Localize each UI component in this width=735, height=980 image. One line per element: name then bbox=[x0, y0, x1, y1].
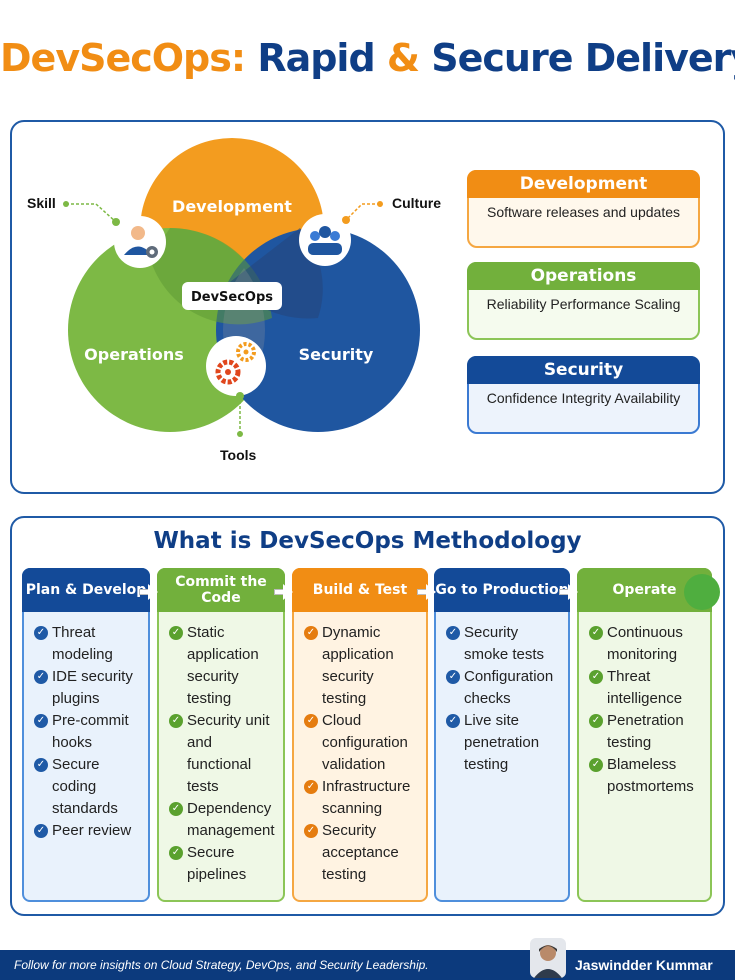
title-part-secure-delivery: Secure Delivery bbox=[431, 36, 735, 80]
phase-plan-develop: Plan & Develop ✓Threat modeling ✓IDE sec… bbox=[22, 568, 150, 902]
list-item: ✓Configuration checks bbox=[446, 666, 564, 710]
title-part-rapid: Rapid bbox=[257, 36, 375, 80]
list-item: ✓Secure coding standards bbox=[34, 754, 144, 820]
list-item: ✓Dependency management bbox=[169, 798, 279, 842]
phase-title: Commit the Code bbox=[157, 568, 285, 612]
check-icon: ✓ bbox=[589, 714, 603, 728]
person-avatar-icon bbox=[534, 945, 562, 978]
check-icon: ✓ bbox=[169, 802, 183, 816]
list-item: ✓Pre-commit hooks bbox=[34, 710, 144, 754]
list-item: ✓Live site penetration testing bbox=[446, 710, 564, 776]
check-icon: ✓ bbox=[304, 780, 318, 794]
title-part-devsecops: DevSecOps: bbox=[0, 36, 246, 80]
check-icon: ✓ bbox=[589, 670, 603, 684]
check-icon: ✓ bbox=[446, 670, 460, 684]
avatar bbox=[530, 938, 566, 978]
phase-items: ✓Static application security testing ✓Se… bbox=[159, 612, 283, 886]
methodology-title: What is DevSecOps Methodology bbox=[153, 528, 582, 554]
venn-label-development: Development bbox=[172, 197, 292, 216]
phase-items: ✓Continuous monitoring ✓Threat intellige… bbox=[579, 612, 710, 798]
check-icon: ✓ bbox=[34, 670, 48, 684]
check-icon: ✓ bbox=[446, 626, 460, 640]
check-icon: ✓ bbox=[169, 714, 183, 728]
check-icon: ✓ bbox=[34, 714, 48, 728]
page-title: DevSecOps: Rapid & Secure Delivery bbox=[0, 36, 735, 80]
card-operations-desc: Reliability Performance Scaling bbox=[486, 296, 681, 312]
list-item: ✓Secure pipelines bbox=[169, 842, 279, 886]
list-item: ✓Security unit and functional tests bbox=[169, 710, 279, 798]
list-item: ✓Security smoke tests bbox=[446, 622, 564, 666]
list-item: ✓Security acceptance testing bbox=[304, 820, 422, 886]
person-gear-icon bbox=[114, 216, 166, 268]
callout-lines bbox=[63, 201, 383, 437]
venn-center-badge bbox=[182, 282, 282, 310]
phase-items: ✓Dynamic application security testing ✓C… bbox=[294, 612, 426, 886]
callout-tools: Tools bbox=[220, 447, 257, 463]
list-item: ✓Dynamic application security testing bbox=[304, 622, 422, 710]
check-icon: ✓ bbox=[304, 714, 318, 728]
list-item: ✓Peer review bbox=[34, 820, 144, 842]
phase-go-to-production: Go to Production ✓Security smoke tests ✓… bbox=[434, 568, 570, 902]
phase-commit-code: Commit the Code ✓Static application secu… bbox=[157, 568, 285, 902]
list-item: ✓Penetration testing bbox=[589, 710, 706, 754]
venn-label-security: Security bbox=[299, 345, 374, 364]
card-development: Development Software releases and update… bbox=[467, 170, 700, 248]
team-icon bbox=[299, 214, 351, 266]
venn-center-label: DevSecOps bbox=[191, 290, 273, 305]
phase-items: ✓Security smoke tests ✓Configuration che… bbox=[436, 612, 568, 776]
check-icon: ✓ bbox=[169, 846, 183, 860]
card-security-desc: Confidence Integrity Availability bbox=[486, 390, 681, 406]
phase-title: Go to Production bbox=[434, 568, 570, 612]
gears-icon bbox=[206, 336, 266, 396]
card-operations-title: Operations bbox=[467, 262, 700, 290]
footer-message: Follow for more insights on Cloud Strate… bbox=[14, 958, 429, 972]
card-development-title: Development bbox=[467, 170, 700, 198]
card-security: Security Confidence Integrity Availabili… bbox=[467, 356, 700, 434]
list-item: ✓Blameless postmortems bbox=[589, 754, 706, 798]
check-icon: ✓ bbox=[304, 626, 318, 640]
callout-culture: Culture bbox=[392, 195, 441, 211]
phase-operate: Operate ✓Continuous monitoring ✓Threat i… bbox=[577, 568, 712, 902]
callout-skill: Skill bbox=[27, 195, 56, 211]
check-icon: ✓ bbox=[589, 626, 603, 640]
list-item: ✓Cloud configuration validation bbox=[304, 710, 422, 776]
list-item: ✓Threat intelligence bbox=[589, 666, 706, 710]
list-item: ✓IDE security plugins bbox=[34, 666, 144, 710]
check-icon: ✓ bbox=[304, 824, 318, 838]
list-item: ✓Infrastructure scanning bbox=[304, 776, 422, 820]
card-security-title: Security bbox=[467, 356, 700, 384]
list-item: ✓Threat modeling bbox=[34, 622, 144, 666]
title-part-ampersand: & bbox=[386, 36, 420, 80]
list-item: ✓Static application security testing bbox=[169, 622, 279, 710]
phase-items: ✓Threat modeling ✓IDE security plugins ✓… bbox=[24, 612, 148, 842]
footer-bar: Follow for more insights on Cloud Strate… bbox=[0, 950, 735, 980]
phase-title: Build & Test bbox=[292, 568, 428, 612]
check-icon: ✓ bbox=[34, 758, 48, 772]
card-operations: Operations Reliability Performance Scali… bbox=[467, 262, 700, 340]
operate-circle-icon bbox=[684, 574, 720, 610]
phase-build-test: Build & Test ✓Dynamic application securi… bbox=[292, 568, 428, 902]
check-icon: ✓ bbox=[169, 626, 183, 640]
check-icon: ✓ bbox=[34, 626, 48, 640]
venn-diagram: DevSecOps Development Operations Securit… bbox=[63, 138, 420, 437]
check-icon: ✓ bbox=[446, 714, 460, 728]
venn-label-operations: Operations bbox=[84, 345, 184, 364]
author-name: Jaswindder Kummar bbox=[575, 957, 713, 973]
phase-title: Plan & Develop bbox=[22, 568, 150, 612]
check-icon: ✓ bbox=[589, 758, 603, 772]
card-development-desc: Software releases and updates bbox=[486, 204, 680, 220]
check-icon: ✓ bbox=[34, 824, 48, 838]
list-item: ✓Continuous monitoring bbox=[589, 622, 706, 666]
